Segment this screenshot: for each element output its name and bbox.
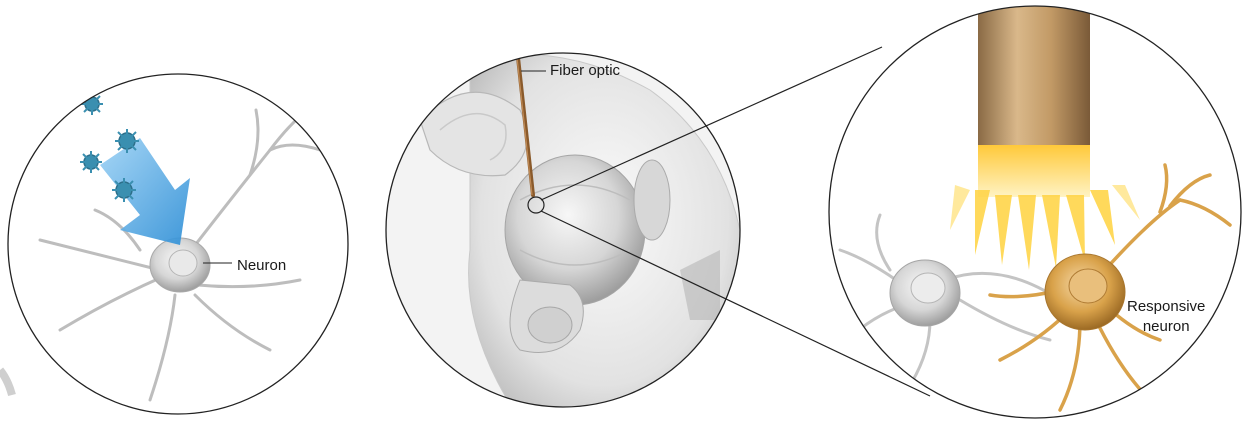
panel-light-activation xyxy=(829,0,1241,418)
panel-viral-delivery xyxy=(8,74,348,414)
neuron-label: Neuron xyxy=(237,257,286,275)
responsive-neuron-label: Responsive neuron xyxy=(1127,297,1205,337)
virus-particle-icon xyxy=(80,151,102,173)
neuron-nucleus xyxy=(169,250,197,276)
panel-fiber-implant xyxy=(386,30,740,420)
fiber-optic-label: Fiber optic xyxy=(550,62,620,80)
responsive-label-line2: neuron xyxy=(1127,317,1205,337)
fiber-cylinder xyxy=(978,0,1090,145)
responsive-label-line1: Responsive xyxy=(1127,297,1205,317)
virus-particle-icon xyxy=(112,178,136,202)
fiber-glow-tip xyxy=(978,145,1090,197)
virus-particle-icon xyxy=(115,129,139,153)
virus-particle-icon xyxy=(81,93,103,115)
partial-circle-edge xyxy=(0,370,12,395)
